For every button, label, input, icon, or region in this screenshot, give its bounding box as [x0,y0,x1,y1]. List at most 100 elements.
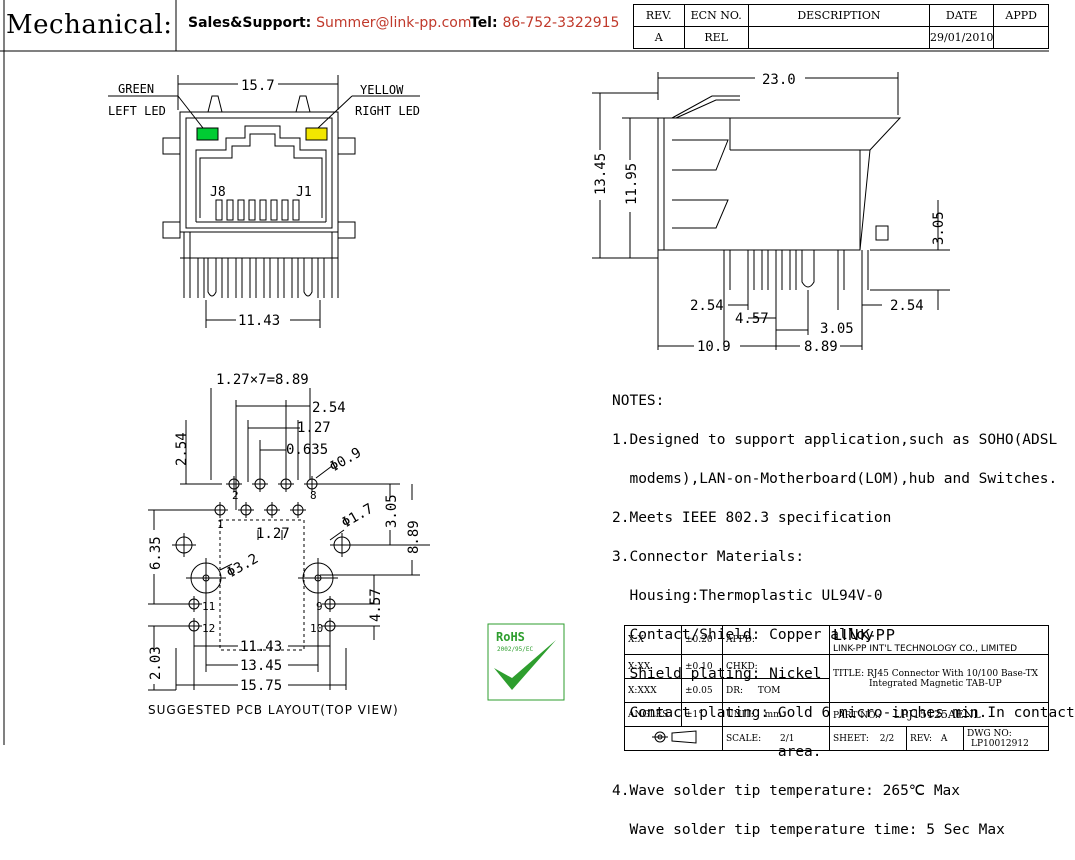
sales-email[interactable]: Summer@link-pp.com [316,15,472,31]
part-label: PART NO.: [833,711,881,721]
company-full: LINK-PP INT'L TECHNOLOGY CO., LIMITED [833,644,1018,654]
pcb-pin-12: 12 [202,622,215,635]
dr-label: DR: [726,685,744,696]
revision-table: REV. ECN NO. DESCRIPTION DATE APPD A REL… [633,4,1049,49]
note-line: 4.Wave solder tip temperature: 265℃ Max [612,782,961,799]
part-no: LPJ15125AENL [893,708,981,721]
front-bottom-dim: 11.43 [238,313,280,329]
sales-contact: Sales&Support: Summer@link-pp.com [188,15,472,31]
note-line: modems),LAN-on-Motherboard(LOM),hub and … [612,470,1058,487]
pcb-dim-305: 3.05 [384,494,400,528]
note-line: Wave solder tip temperature time: 5 Sec … [612,821,1005,838]
chkd-field: CHKD: [722,654,830,679]
rev-value-tb: A [940,733,948,744]
ecn-header: ECN NO. [683,4,749,27]
pcb-dim-1345: 13.45 [240,658,282,674]
scale-label: SCALE: [726,733,762,744]
unit-label: UNIT: [726,709,754,720]
unit-value: mm [764,709,782,720]
pcb-dim-32: Φ3.2 [224,551,261,582]
title-cell: TITLE: RJ45 Connector With 10/100 Base-T… [829,654,1049,703]
title-block: X:X ±0.20 APPD: LINK-PP LINK-PP INT'L TE… [624,625,1049,751]
dr-cell: DR: TOM [722,678,830,703]
appd-value [993,26,1049,49]
side-height-inner-dim: 11.95 [624,163,640,205]
pcb-pin-8: 8 [310,489,317,502]
unit-cell: UNIT: mm [722,702,830,727]
tel-contact: Tel: 86-752-3322915 [470,15,619,31]
rohs-badge [487,623,565,701]
front-width-dim: 15.7 [241,78,275,94]
pcb-pin-9: 9 [316,600,323,613]
side-right-dim: 3.05 [931,211,947,245]
pcb-dim-127-mid: 1.27 [256,526,290,542]
pcb-pin-1: 1 [217,518,224,531]
pcb-dim-127: 1.27 [297,420,331,436]
pcb-caption: SUGGESTED PCB LAYOUT(TOP VIEW) [148,703,399,717]
pcb-dim-1575: 15.75 [240,678,282,694]
right-led-label: RIGHT LED [355,104,420,118]
pcb-pin-11: 11 [202,600,215,613]
tel-label: Tel: [470,15,498,31]
angles-value: ±1° [681,702,723,727]
pcb-dim-17: Φ1.7 [339,501,376,532]
scale-cell: SCALE: 2/1 [722,726,830,751]
pcb-dim-09: Φ0.9 [327,445,364,476]
tol-x-label: X:X [624,625,682,655]
title-line-1: RJ45 Connector With 10/100 Base-TX [867,668,1038,679]
dr-name: TOM [757,685,781,696]
sales-label: Sales&Support: [188,15,312,31]
page-title: Mechanical: [6,10,173,40]
part-cell: PART NO.: LPJ15125AENL [829,702,1049,727]
pcb-pin-10: 10 [310,622,323,635]
rohs-sub: 2002/95/EC [497,646,534,653]
tol-xxx-label: X:XXX [624,678,682,703]
notes-heading: NOTES: [612,392,665,409]
dwg-cell: DWG NO: LP10012912 [963,726,1049,751]
pcb-dim-457: 4.57 [368,588,384,622]
note-line: Housing:Thermoplastic UL94V-0 [612,587,883,604]
sheet-value: 2/2 [879,733,895,744]
dwg-label: DWG NO: [967,728,1012,739]
note-line: 1.Designed to support application,such a… [612,431,1058,448]
appd-field: APPD: [722,625,830,655]
side-dim-254-left: 2.54 [690,298,724,314]
sheet-label: SHEET: [833,733,869,744]
tel-value: 86-752-3322915 [502,15,620,31]
pcb-pitch-dim: 1.27×7=8.89 [216,372,309,388]
tol-x-value: ±0.20 [681,625,723,655]
side-dim-305: 3.05 [820,321,854,337]
pcb-dim-203: 2.03 [148,646,164,680]
tol-xx-label: X:XX [624,654,682,679]
pcb-dim-1143: 11.43 [240,639,282,655]
pcb-dim-254-top: 2.54 [312,400,346,416]
company-short: LINK-PP [833,626,896,644]
side-dim-889: 8.89 [804,339,838,355]
tol-xx-value: ±0.10 [681,654,723,679]
note-line: 2.Meets IEEE 802.3 specification [612,509,892,526]
green-label: GREEN [118,82,154,96]
dwg-value: LP10012912 [971,738,1029,749]
side-width-dim: 23.0 [762,72,796,88]
title-line-2: Integrated Magnetic TAB-UP [869,678,1002,689]
angles-label: ANGLES [624,702,682,727]
pcb-dim-889: 8.89 [406,520,422,554]
notes-block: NOTES: 1.Designed to support application… [612,372,1075,860]
side-dim-457: 4.57 [735,311,769,327]
scale-value: 2/1 [780,733,795,744]
yellow-label: YELLOW [360,83,404,97]
pcb-dim-254-left: 2.54 [174,432,190,466]
pcb-dim-635: 6.35 [148,536,164,570]
appd-header: APPD [993,4,1049,27]
projection-icon [651,730,696,744]
date-value: 29/01/2010 [928,26,995,49]
rev-label: REV: [910,733,932,744]
pcb-dim-0635: 0.635 [286,442,328,458]
rohs-label: RoHS [496,630,525,644]
projection-symbol [624,726,723,751]
rev-cell: REV: A [906,726,964,751]
description-header: DESCRIPTION [747,4,930,27]
pin-j1-label: J1 [296,185,312,200]
note-line: 3.Connector Materials: [612,548,805,565]
side-dim-254-right: 2.54 [890,298,924,314]
